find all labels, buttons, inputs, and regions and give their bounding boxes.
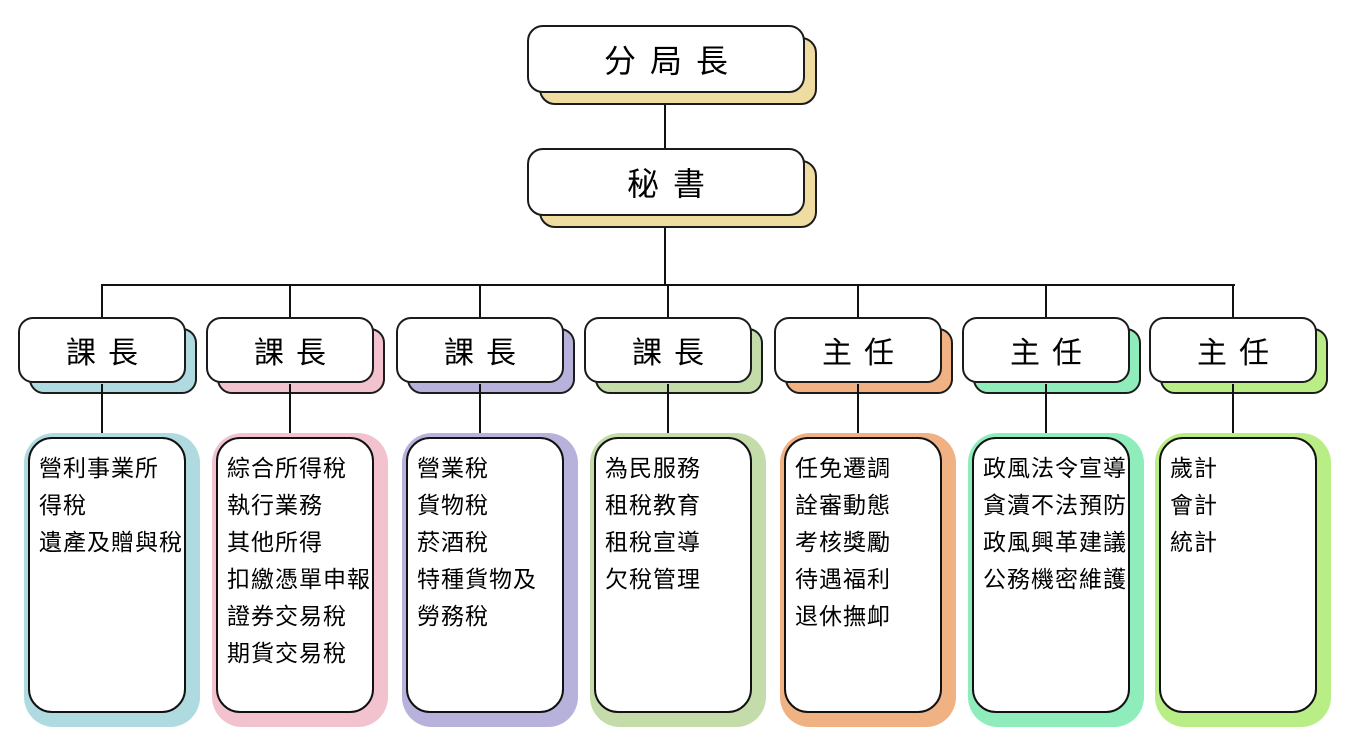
duty-item: 詮審動態 bbox=[795, 493, 891, 519]
director-label: 分局長 bbox=[603, 42, 742, 80]
duties-card-frame: 營業稅貨物稅菸酒稅特種貨物及勞務稅 bbox=[402, 433, 578, 727]
duty-item: 公務機密維護 bbox=[983, 567, 1127, 593]
duty-item: 歲計 bbox=[1170, 456, 1218, 482]
branch-head-box: 主任 bbox=[962, 317, 1130, 383]
duties-card-frame: 綜合所得稅執行業務其他所得扣繳憑單申報證券交易稅期貨交易稅 bbox=[212, 433, 388, 727]
connector-secretary-trunk bbox=[664, 216, 666, 285]
secretary-label: 秘書 bbox=[626, 165, 719, 203]
duty-item: 租稅宣導 bbox=[605, 530, 701, 556]
duty-item: 考核獎勵 bbox=[795, 530, 891, 556]
duty-item: 營業稅 bbox=[417, 456, 489, 482]
duties-card: 營利事業所得稅遺產及贈與稅 bbox=[28, 437, 186, 713]
duty-item: 菸酒稅 bbox=[417, 530, 489, 556]
duty-item: 得稅 bbox=[39, 493, 87, 519]
duty-item: 退休撫卹 bbox=[795, 604, 891, 630]
duties-card: 任免遷調詮審動態考核獎勵待遇福利退休撫卹 bbox=[784, 437, 942, 713]
branch-head-box: 課長 bbox=[396, 317, 564, 383]
duty-item: 待遇福利 bbox=[795, 567, 891, 593]
duty-item: 執行業務 bbox=[227, 493, 323, 519]
connector-bus-drop bbox=[479, 284, 481, 318]
duty-item: 勞務稅 bbox=[417, 604, 489, 630]
duties-card: 歲計會計統計 bbox=[1159, 437, 1317, 713]
duties-card: 為民服務租稅教育租稅宣導欠稅管理 bbox=[594, 437, 752, 713]
branch-head-node: 主任 bbox=[962, 317, 1142, 397]
branch-head-node: 課長 bbox=[584, 317, 764, 397]
duty-item: 期貨交易稅 bbox=[227, 641, 347, 667]
branch-head-box: 主任 bbox=[774, 317, 942, 383]
branch-head-node: 主任 bbox=[774, 317, 954, 397]
duty-item: 證券交易稅 bbox=[227, 604, 347, 630]
director-node: 分局長 bbox=[527, 25, 819, 107]
connector-head-to-duties bbox=[857, 384, 859, 435]
branch-head-box: 課長 bbox=[18, 317, 186, 383]
branch-head-label: 主任 bbox=[822, 336, 906, 371]
branch-head-node: 主任 bbox=[1149, 317, 1329, 397]
branch-head-node: 課長 bbox=[206, 317, 386, 397]
duty-item: 租稅教育 bbox=[605, 493, 701, 519]
duties-card-frame: 營利事業所得稅遺產及贈與稅 bbox=[24, 433, 200, 727]
connector-bus-drop bbox=[101, 284, 103, 318]
duty-item: 政風興革建議 bbox=[983, 530, 1127, 556]
connector-head-to-duties bbox=[1232, 384, 1234, 435]
connector-head-to-duties bbox=[479, 384, 481, 435]
branch-head-label: 課長 bbox=[444, 336, 528, 371]
duty-item: 任免遷調 bbox=[795, 456, 891, 482]
connector-head-to-duties bbox=[1045, 384, 1047, 435]
duties-card: 綜合所得稅執行業務其他所得扣繳憑單申報證券交易稅期貨交易稅 bbox=[216, 437, 374, 713]
duties-card: 營業稅貨物稅菸酒稅特種貨物及勞務稅 bbox=[406, 437, 564, 713]
branch-head-node: 課長 bbox=[396, 317, 576, 397]
branch-head-box: 主任 bbox=[1149, 317, 1317, 383]
branch-head-box: 課長 bbox=[584, 317, 752, 383]
duty-item: 扣繳憑單申報 bbox=[227, 567, 371, 593]
duty-item: 貪瀆不法預防 bbox=[983, 493, 1127, 519]
duty-item: 綜合所得稅 bbox=[227, 456, 347, 482]
secretary-node: 秘書 bbox=[527, 148, 819, 230]
connector-head-to-duties bbox=[289, 384, 291, 435]
duty-item: 貨物稅 bbox=[417, 493, 489, 519]
branch-head-label: 主任 bbox=[1197, 336, 1281, 371]
duty-item: 其他所得 bbox=[227, 530, 323, 556]
branch-head-box: 課長 bbox=[206, 317, 374, 383]
branch-head-label: 課長 bbox=[66, 336, 150, 371]
duties-card-frame: 政風法令宣導貪瀆不法預防政風興革建議公務機密維護 bbox=[968, 433, 1144, 727]
branch-head-label: 課長 bbox=[632, 336, 716, 371]
duty-item: 會計 bbox=[1170, 493, 1218, 519]
duties-card-frame: 任免遷調詮審動態考核獎勵待遇福利退休撫卹 bbox=[780, 433, 956, 727]
connector-director-secretary bbox=[664, 93, 666, 148]
duty-item: 政風法令宣導 bbox=[983, 456, 1127, 482]
duties-card-frame: 為民服務租稅教育租稅宣導欠稅管理 bbox=[590, 433, 766, 727]
connector-head-to-duties bbox=[101, 384, 103, 435]
duty-item: 統計 bbox=[1170, 530, 1218, 556]
duty-item: 營利事業所 bbox=[39, 456, 159, 482]
branch-head-node: 課長 bbox=[18, 317, 198, 397]
connector-bus-drop bbox=[857, 284, 859, 318]
duty-item: 遺產及贈與稅 bbox=[39, 530, 183, 556]
duty-item: 欠稅管理 bbox=[605, 567, 701, 593]
secretary-node-box: 秘書 bbox=[527, 148, 805, 216]
connector-bus-drop bbox=[667, 284, 669, 318]
connector-bus-drop bbox=[1045, 284, 1047, 318]
connector-bus-drop bbox=[289, 284, 291, 318]
connector-head-to-duties bbox=[667, 384, 669, 435]
duties-card-frame: 歲計會計統計 bbox=[1155, 433, 1331, 727]
branch-head-label: 主任 bbox=[1010, 336, 1094, 371]
duties-card: 政風法令宣導貪瀆不法預防政風興革建議公務機密維護 bbox=[972, 437, 1130, 713]
connector-bus-drop bbox=[1232, 284, 1234, 318]
duty-item: 為民服務 bbox=[605, 456, 701, 482]
branch-head-label: 課長 bbox=[254, 336, 338, 371]
duty-item: 特種貨物及 bbox=[417, 567, 537, 593]
director-node-box: 分局長 bbox=[527, 25, 805, 93]
